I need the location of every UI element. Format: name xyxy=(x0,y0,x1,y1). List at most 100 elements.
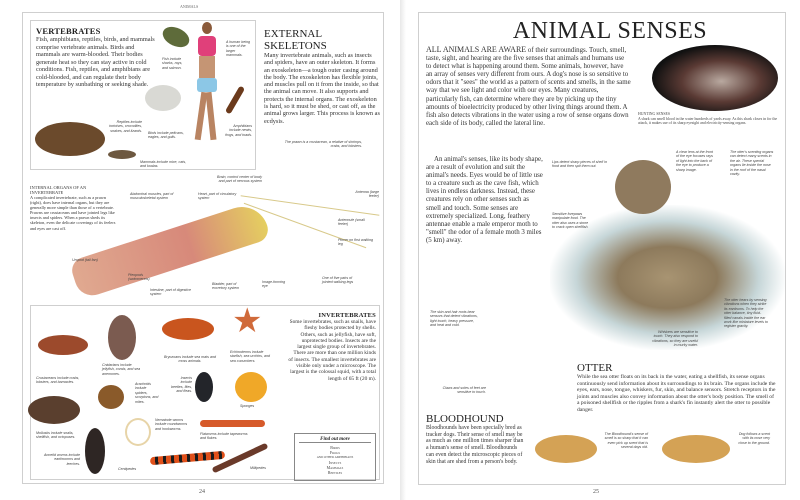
turtle-image xyxy=(35,122,105,156)
beetle-image xyxy=(195,372,213,402)
link-insects[interactable]: Insects xyxy=(328,460,342,465)
bloodhound-image xyxy=(535,435,597,463)
intro-body: of their surroundings. Touch, smell, tas… xyxy=(426,47,631,127)
link-mammals[interactable]: Mammals xyxy=(326,465,344,470)
caption: Birds include pelicans, eagles, and gull… xyxy=(148,131,184,140)
bloodhound-title: BLOODHOUND xyxy=(426,413,504,425)
sponge-image xyxy=(235,372,267,402)
caption: The prawn is a crustacean, a relative of… xyxy=(284,140,362,149)
caption: Bladder, part of excretory system xyxy=(212,282,240,291)
flatworm-image xyxy=(200,420,265,427)
caption: Centipedes xyxy=(118,467,137,471)
caption: Lips detect sharp pieces of shell in foo… xyxy=(552,160,607,169)
intro-lead: ALL ANIMALS ARE AWARE xyxy=(426,45,527,54)
vertebrates-section: VERTEBRATES Fish, amphibians, reptiles, … xyxy=(36,26,156,89)
page-frame xyxy=(418,12,786,485)
bloodhound-image xyxy=(662,435,730,463)
bloodhound-section: BLOODHOUND Bloodhounds have been special… xyxy=(426,413,524,465)
caption: Bryozoans include sea mats and moss anim… xyxy=(164,355,216,364)
crab-image xyxy=(38,335,88,355)
caption: A clear lens at the front of the eye foc… xyxy=(676,150,713,172)
caption: Uropod (tail fan) xyxy=(72,258,98,262)
caption: Annelid worms include earthworms and lee… xyxy=(44,453,80,466)
snail-image xyxy=(28,396,80,424)
spider-image xyxy=(98,385,124,409)
link-frogs-sub[interactable]: and other amphibians xyxy=(316,455,354,459)
hunting-senses-caption: HUNTING SENSES A shark can smell blood i… xyxy=(638,112,786,126)
page-number: 24 xyxy=(199,489,205,495)
left-page: ANIMALS VERTEBRATES Fish, amphibians, re… xyxy=(22,4,384,495)
page-number: 25 xyxy=(593,489,599,495)
running-head: ANIMALS xyxy=(180,4,199,9)
invertebrates-box xyxy=(30,305,380,480)
caption: Antennule (small feeler) xyxy=(338,218,365,227)
caption: The otter's scenting organs can detect m… xyxy=(730,150,774,177)
caption: Crustaceans include crabs, lobsters, and… xyxy=(36,376,80,385)
caption: The Bloodhound's sense of smell is so sh… xyxy=(604,432,648,450)
caption: Mollusks include snails, shellfish, and … xyxy=(36,431,76,440)
caption: Arachnids include spiders, scorpions, an… xyxy=(135,382,159,404)
vertebrates-text: Fish, amphibians, reptiles, birds, and m… xyxy=(36,36,155,88)
find-out-more-title: Find out more xyxy=(299,437,371,443)
link-birds[interactable]: Birds xyxy=(330,445,340,450)
coral-image xyxy=(108,315,136,360)
page-frame xyxy=(22,12,384,484)
hunting-senses-text: A shark can smell blood in the water hun… xyxy=(638,116,778,126)
caption: Sensitive forepaws manipulate food. The … xyxy=(552,212,589,230)
caption: Antenna (large feeler) xyxy=(355,190,379,199)
bloodhound-text: Bloodhounds have been specially bred as … xyxy=(426,425,524,465)
page-title: ANIMAL SENSES xyxy=(512,18,708,44)
external-skeletons-title: EXTERNAL SKELETONS xyxy=(264,28,327,52)
caption: Flatworms include tapeworms and flukes. xyxy=(200,432,248,441)
internal-organs-title: INTERNAL ORGANS OF AN INVERTEBRATE xyxy=(30,185,87,195)
invertebrates-section: INVERTEBRATES Some invertebrates, such a… xyxy=(288,312,376,382)
intro-text-2: An animal's senses, like its body shape,… xyxy=(426,156,543,244)
caption: Heart, part of circulatory system xyxy=(198,192,237,201)
runner-image xyxy=(192,22,220,152)
nematode-image xyxy=(125,418,151,446)
caption: Whiskers are sensitive to touch. They al… xyxy=(652,330,698,348)
invertebrates-text: Some invertebrates, such as snails, have… xyxy=(288,319,376,382)
caption: Brain, control center of body and part o… xyxy=(217,175,262,184)
starfish-image: ★ xyxy=(232,303,263,340)
link-reptiles[interactable]: Reptiles xyxy=(327,470,343,475)
caption: Sponges xyxy=(240,404,255,408)
caption: The otter hears by sensing vibrations wh… xyxy=(724,298,768,329)
caption: Image-forming eye xyxy=(262,280,286,289)
external-skeletons-section: EXTERNAL SKELETONS Many invertebrate ani… xyxy=(264,28,382,125)
otter-head xyxy=(615,160,671,214)
internal-organs-section: INTERNAL ORGANS OF AN INVERTEBRATE A com… xyxy=(30,185,118,231)
right-page: ANIMAL SENSES ALL ANIMALS ARE AWARE of t… xyxy=(400,0,800,500)
internal-organs-text: A complicated invertebrate, such as a pr… xyxy=(30,195,116,231)
caption: Millipedes xyxy=(250,466,266,470)
otter-illustration xyxy=(550,205,785,350)
caption: A human being is one of the larger mamma… xyxy=(226,40,251,58)
otter-text: While the sea otter floats on its back i… xyxy=(577,374,776,413)
caption: Fish include sharks, rays, and salmon. xyxy=(162,57,183,70)
find-out-more-box: Find out more Birds Frogs and other amph… xyxy=(294,433,376,481)
shark-image xyxy=(652,45,778,111)
leech-image xyxy=(85,428,105,474)
caption: Pleopods (swimmerets) xyxy=(128,273,150,282)
caption: The skin and hair roots bear sensors tha… xyxy=(430,310,478,328)
intro-text: ALL ANIMALS ARE AWARE of their surroundi… xyxy=(426,45,631,128)
caption: Claws and soles of feet are sensitive to… xyxy=(442,386,486,395)
otter-section: OTTER While the sea otter floats on its … xyxy=(577,362,777,414)
mouse-image xyxy=(108,150,136,159)
caption: Pincer on first walking leg xyxy=(338,238,373,247)
caption: Abdominal muscles, part of musculoskelet… xyxy=(130,192,174,201)
otter-title: OTTER xyxy=(577,362,613,374)
caption: Cnidarians include jellyfish, corals, an… xyxy=(102,363,141,376)
hunting-senses-title: HUNTING SENSES xyxy=(638,112,670,116)
invertebrates-title: INVERTEBRATES xyxy=(318,312,376,319)
caption: Dog follows a scent with its nose very c… xyxy=(738,432,770,445)
bryozoan-image xyxy=(162,318,214,340)
caption: One of five pairs of jointed walking leg… xyxy=(322,276,354,285)
caption: Intestine, part of digestive system xyxy=(150,288,191,297)
caption: Insects include beetles, flies, and flea… xyxy=(171,376,192,394)
vertebrates-title: VERTEBRATES xyxy=(36,26,101,36)
link-frogs[interactable]: Frogs xyxy=(329,450,341,455)
vertebrates-box xyxy=(30,20,256,170)
caption: Reptiles include tortoises, crocodiles, … xyxy=(109,120,142,133)
caption: Amphibians include newts, frogs, and toa… xyxy=(225,124,252,137)
